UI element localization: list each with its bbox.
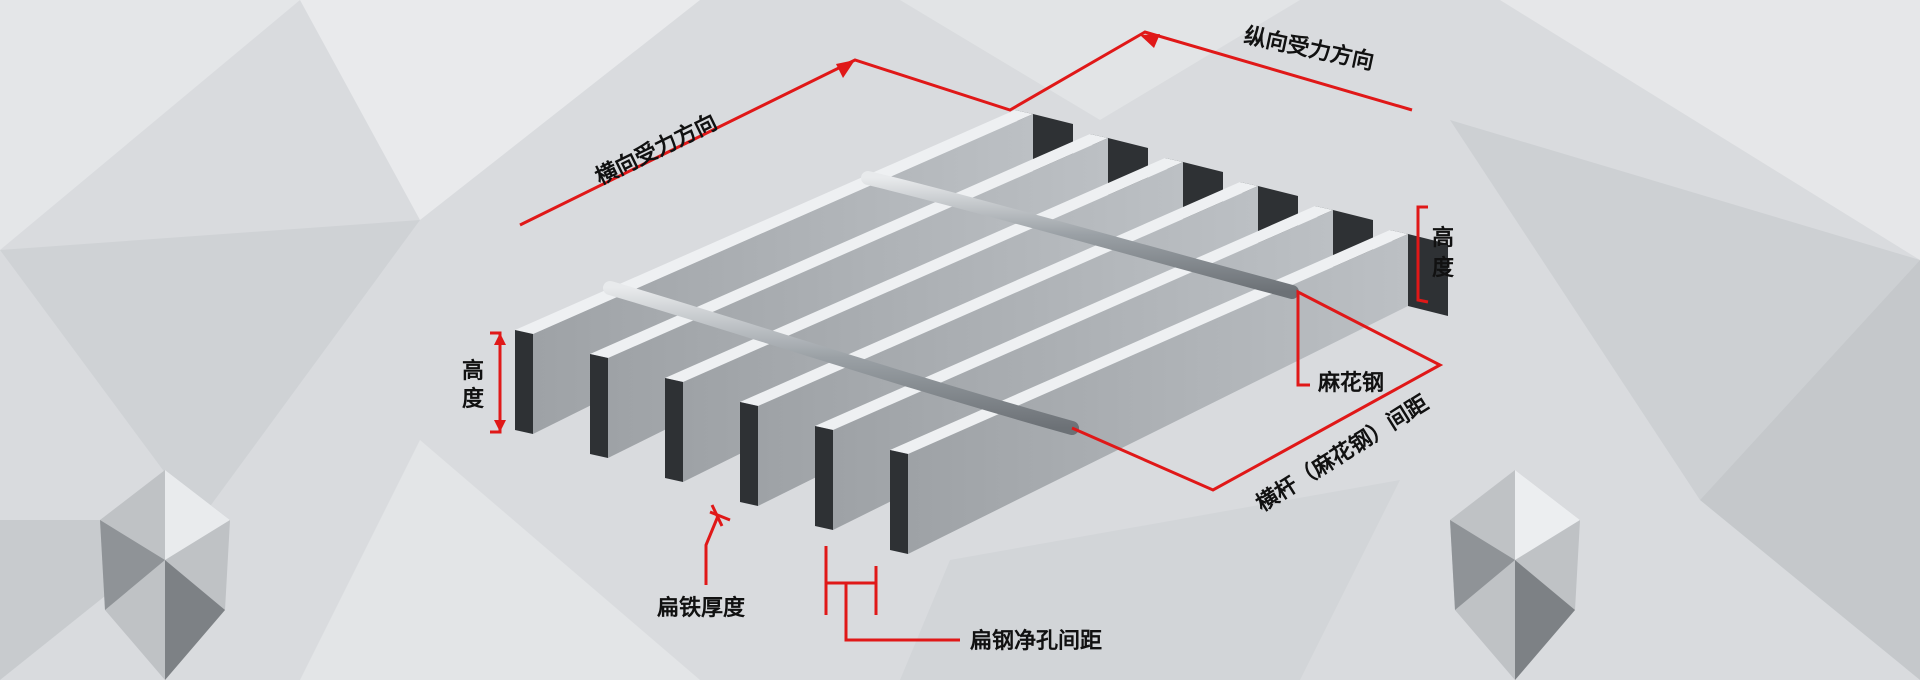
bar-top-face [590, 134, 1108, 358]
bar-top-face [665, 158, 1183, 382]
arrow-longitudinal-icon [1140, 34, 1160, 48]
label-transverse-direction: 横向受力方向 [591, 109, 721, 190]
label-height-right-2: 度 [1432, 255, 1455, 281]
crystal-right-icon [1450, 470, 1580, 680]
label-flat-bar-thickness: 扁铁厚度 [657, 595, 746, 621]
label-height-left-2: 度 [462, 386, 485, 412]
annotations [490, 30, 1444, 642]
twisted-rod-upper [861, 171, 1299, 299]
bar-top-face [515, 110, 1033, 334]
bar-side-face [908, 234, 1408, 554]
twisted-cross-rods [603, 171, 1299, 435]
twisted-rod-lower [603, 281, 1079, 435]
bar-front-end [740, 402, 758, 506]
bar-front-end [590, 354, 608, 458]
label-height-left-1: 高 [462, 358, 484, 384]
label-clear-opening: 扁钢净孔间距 [970, 628, 1102, 654]
label-height-right-1: 高 [1432, 225, 1454, 251]
bar-front-end [890, 450, 908, 554]
bar-top-face [740, 182, 1258, 406]
crystal-left-icon [100, 470, 230, 680]
bar-front-end [515, 330, 533, 434]
bar-front-end [665, 378, 683, 482]
arrow-transverse-icon [836, 60, 855, 78]
bar-front-end [815, 426, 833, 530]
label-twisted-bar: 麻花钢 [1317, 370, 1384, 396]
